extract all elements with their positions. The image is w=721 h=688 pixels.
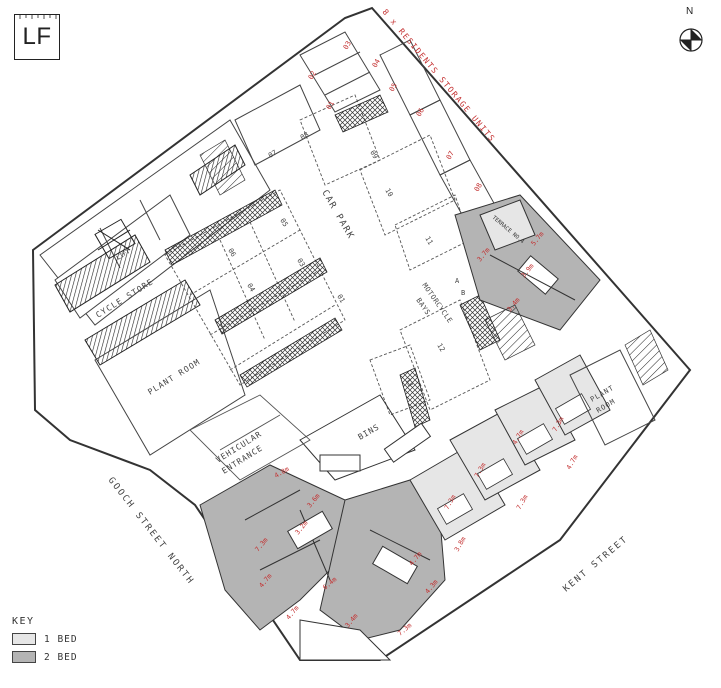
car-park-label: CAR PARK <box>319 189 355 242</box>
legend-swatch-2-bed <box>12 651 36 663</box>
legend-label-2-bed: 2 BED <box>44 651 78 663</box>
plant-room-left-label: PLANT ROOM <box>146 357 202 397</box>
svg-text:04: 04 <box>371 58 382 69</box>
svg-text:07: 07 <box>267 149 278 160</box>
svg-text:08: 08 <box>473 182 484 193</box>
gooch-street-label: GOOCH STREET NORTH <box>106 476 196 587</box>
hatched-zones <box>164 94 501 428</box>
svg-text:01: 01 <box>325 100 336 111</box>
legend-item-2-bed: 2 BED <box>12 651 152 663</box>
svg-text:02: 02 <box>307 70 318 81</box>
svg-text:3.8m: 3.8m <box>453 535 468 553</box>
one-bed-rooms-se <box>436 393 592 525</box>
level-label: LF <box>22 23 52 50</box>
svg-text:7.3m: 7.3m <box>515 493 530 511</box>
car-park <box>164 94 491 416</box>
legend-swatch-1-bed <box>12 633 36 645</box>
kent-street-label: KENT STREET <box>562 534 631 594</box>
scale-ruler <box>19 14 57 19</box>
motorcycle-bays-label-2: BAYS <box>414 297 431 317</box>
svg-text:09: 09 <box>368 149 379 160</box>
svg-text:01: 01 <box>335 293 346 304</box>
plant-room-left <box>94 289 246 456</box>
level-indicator: LF <box>14 14 60 60</box>
svg-text:A: A <box>455 277 460 285</box>
svg-text:13: 13 <box>403 377 414 388</box>
svg-text:12: 12 <box>435 342 446 353</box>
svg-text:B: B <box>461 289 465 297</box>
motorcycle-bay-letters: A B <box>455 277 465 297</box>
legend: KEY 1 BED 2 BED <box>12 616 152 676</box>
svg-text:06: 06 <box>415 107 426 118</box>
south-tip <box>299 619 392 661</box>
north-label: N <box>686 6 694 17</box>
svg-text:03: 03 <box>342 40 353 51</box>
parking-bay-numbers: 01 03 04 05 06 07 08 09 10 11 12 13 <box>226 131 446 389</box>
bins-area <box>299 394 432 481</box>
plant-room-right <box>569 349 656 446</box>
one-bed-apartments-se <box>409 354 611 541</box>
stair-cores <box>199 139 669 386</box>
svg-text:4.7m: 4.7m <box>565 453 580 471</box>
svg-text:03: 03 <box>295 257 306 268</box>
svg-text:04: 04 <box>245 282 256 293</box>
legend-item-1-bed: 1 BED <box>12 633 152 645</box>
north-arrow-icon <box>679 28 703 52</box>
lift-core <box>94 218 136 260</box>
vehicular-entrance <box>189 394 311 481</box>
two-bed-apartment-ne <box>454 194 601 331</box>
legend-label-1-bed: 1 BED <box>44 633 78 645</box>
bins-label: BINS <box>357 422 382 441</box>
storage-unit-numbers: 01 02 03 04 05 06 07 08 <box>307 40 484 193</box>
svg-text:08: 08 <box>299 131 310 142</box>
svg-text:05: 05 <box>278 217 289 228</box>
legend-title: KEY <box>12 616 35 627</box>
storage-note-label: 8 x RESIDENTS STORAGE UNITS <box>380 8 497 144</box>
svg-text:06: 06 <box>226 247 237 258</box>
storage-units <box>234 31 496 221</box>
svg-text:10: 10 <box>383 187 394 198</box>
two-bed-apartments-sw <box>199 464 446 641</box>
svg-text:11: 11 <box>423 235 434 246</box>
svg-text:07: 07 <box>445 150 456 161</box>
svg-text:05: 05 <box>388 82 399 93</box>
